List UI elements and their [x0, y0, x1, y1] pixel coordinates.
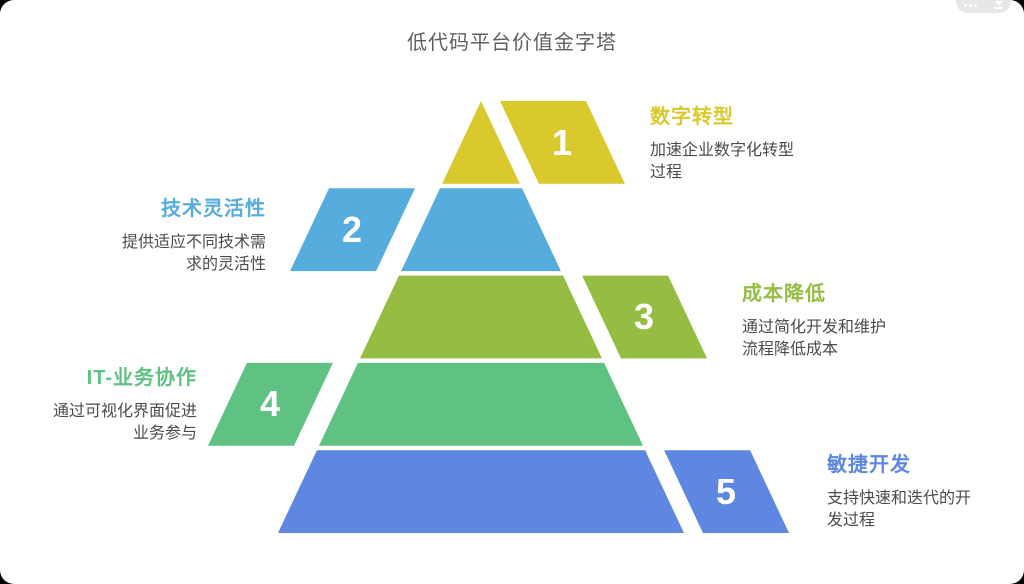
level-1-desc: 加速企业数字化转型过程: [650, 142, 795, 181]
pyramid-level-2-shape: [401, 188, 561, 272]
level-5-info: 敏捷开发 支持快速和迭代的开发过程: [827, 448, 1007, 532]
level-4-heading: IT-业务协作: [86, 367, 197, 389]
level-5-desc: 支持快速和迭代的开发过程: [827, 490, 972, 529]
level-1-number: 1: [552, 122, 572, 163]
level-2-desc: 提供适应不同技术需求的灵活性: [121, 234, 266, 273]
level-1-heading: 数字转型: [650, 106, 734, 128]
level-1-info: 数字转型 加速企业数字化转型过程: [650, 100, 830, 184]
level-2-info: 技术灵活性 提供适应不同技术需求的灵活性: [106, 192, 266, 276]
download-icon[interactable]: [994, 0, 1003, 10]
pyramid-level-3-shape: [360, 275, 602, 359]
callout-2-shape: [290, 188, 415, 272]
diagram-title: 低代码平台价值金字塔: [407, 32, 617, 54]
level-2-heading: 技术灵活性: [161, 198, 266, 220]
level-4-desc: 通过可视化界面促进业务参与: [52, 403, 197, 442]
level-2-number: 2: [342, 209, 362, 250]
level-3-info: 成本降低 通过简化开发和维护流程降低成本: [742, 277, 922, 361]
pyramid-level-4-shape: [319, 362, 643, 446]
pyramid-level-5-shape: [278, 450, 684, 533]
level-5-heading: 敏捷开发: [827, 454, 911, 476]
callout-5-shape: [664, 450, 789, 533]
callout-4-shape: [208, 362, 333, 446]
level-4-number: 4: [260, 383, 280, 424]
more-icon[interactable]: [964, 0, 977, 10]
level-3-heading: 成本降低: [742, 283, 826, 305]
level-4-info: IT-业务协作 通过可视化界面促进业务参与: [47, 361, 197, 445]
callout-1-shape: [500, 101, 625, 184]
level-5-number: 5: [716, 471, 736, 512]
pyramid-level-1-shape: [442, 101, 520, 184]
level-3-desc: 通过简化开发和维护流程降低成本: [742, 319, 887, 358]
floating-toolbar: [956, 0, 1011, 13]
level-3-number: 3: [634, 296, 654, 337]
callout-3-shape: [582, 275, 707, 359]
